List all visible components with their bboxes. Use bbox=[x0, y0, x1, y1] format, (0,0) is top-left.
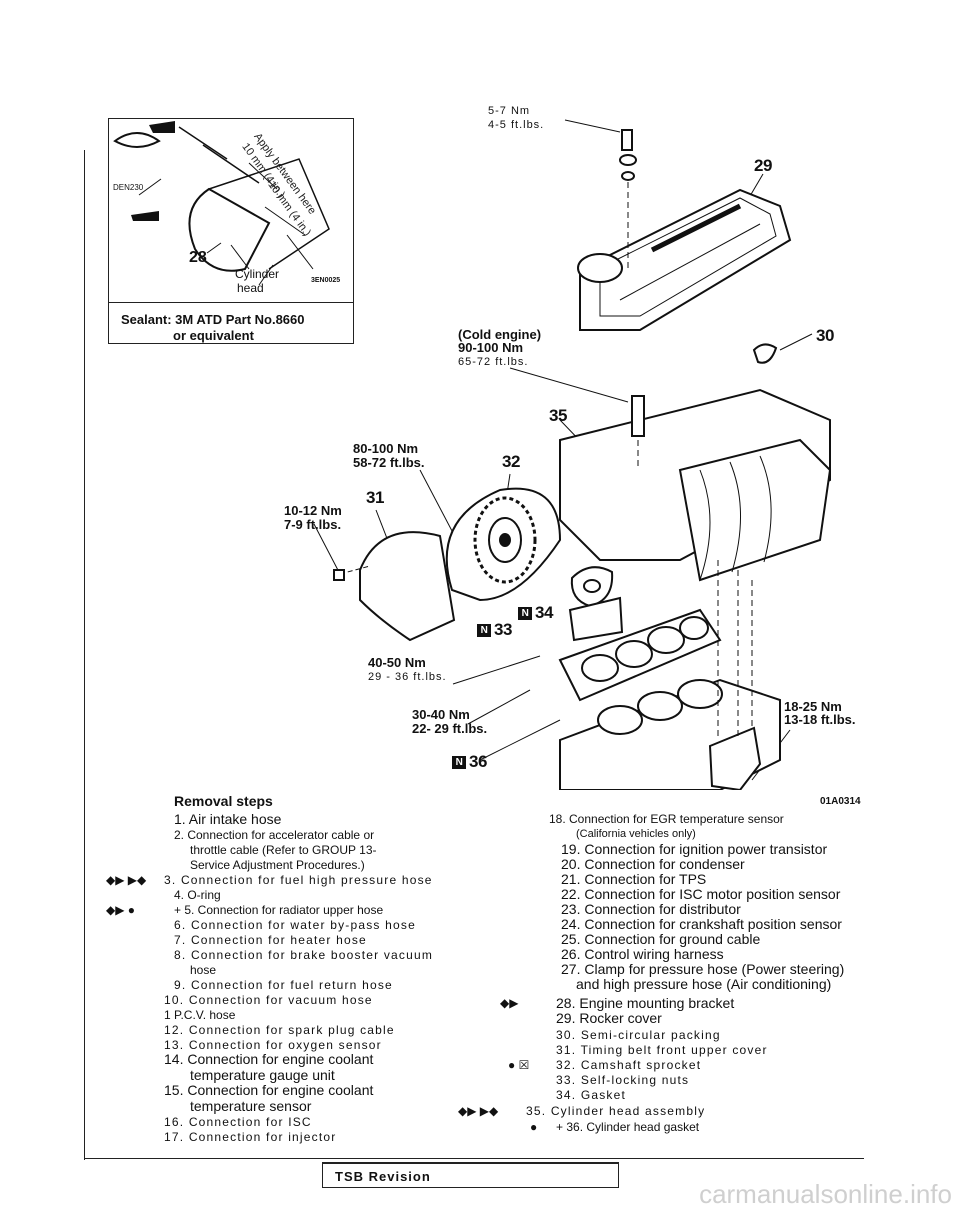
sealant-diagram bbox=[113, 121, 330, 286]
list-item: 12. Connection for spark plug cable bbox=[164, 1023, 395, 1037]
n-badge: N bbox=[518, 607, 532, 621]
torque-cold-engine: (Cold engine) bbox=[458, 327, 542, 342]
torque-sprocket-nm: 80-100 Nm bbox=[353, 441, 419, 456]
list-item: 15. Connection for engine coolant bbox=[164, 1082, 374, 1098]
list-item: 21. Connection for TPS bbox=[561, 871, 707, 887]
list-item: 16. Connection for ISC bbox=[164, 1115, 312, 1129]
engine-exploded-view bbox=[313, 119, 832, 790]
inset-divider bbox=[109, 302, 353, 303]
list-item: 14. Connection for engine coolant bbox=[164, 1051, 374, 1067]
footer-rule bbox=[84, 1158, 864, 1159]
callout-28: 28 bbox=[189, 249, 207, 266]
torque-nuts-nm: 40-50 Nm bbox=[368, 655, 426, 670]
list-item: 8. Connection for brake booster vacuum bbox=[174, 948, 434, 962]
torque-rocker-ft: 4-5 ft.lbs. bbox=[488, 119, 545, 131]
list-item: 7. Connection for heater hose bbox=[174, 933, 367, 947]
torque-bracket-ft: 13-18 ft.lbs. bbox=[784, 712, 856, 727]
list-item: + 36. Cylinder head gasket bbox=[556, 1120, 700, 1134]
service-mark-32: ● ☒ bbox=[508, 1058, 530, 1072]
service-mark-35: ◆▶ ▶◆ bbox=[458, 1104, 499, 1118]
callout-35: 35 bbox=[549, 406, 567, 425]
list-item: 24. Connection for crankshaft position s… bbox=[561, 916, 842, 932]
list-item: 1 P.C.V. hose bbox=[164, 1008, 236, 1022]
callout-31: 31 bbox=[366, 488, 384, 507]
list-item: 31. Timing belt front upper cover bbox=[556, 1043, 768, 1057]
service-mark-5: ◆▶ ● bbox=[106, 903, 136, 917]
part-code: DEN230 bbox=[113, 183, 144, 192]
list-item: 19. Connection for ignition power transi… bbox=[561, 841, 828, 857]
list-item: 4. O-ring bbox=[174, 888, 221, 902]
list-item: 9. Connection for fuel return hose bbox=[174, 978, 393, 992]
list-item: 28. Engine mounting bracket bbox=[556, 995, 735, 1011]
list-item: 35. Cylinder head assembly bbox=[526, 1104, 706, 1118]
figure-code-inset: 3EN0025 bbox=[311, 277, 341, 284]
n-badge: N bbox=[477, 624, 491, 638]
list-item: (California vehicles only) bbox=[576, 828, 696, 840]
list-item: 33. Self-locking nuts bbox=[556, 1073, 690, 1087]
list-item: hose bbox=[190, 963, 217, 977]
list-item: 6. Connection for water by-pass hose bbox=[174, 918, 416, 932]
service-mark-28: ◆▶ bbox=[500, 996, 519, 1010]
callout-32: 32 bbox=[502, 452, 520, 471]
callout-29: 29 bbox=[754, 156, 772, 175]
list-item: 10. Connection for vacuum hose bbox=[164, 993, 373, 1007]
list-item: 23. Connection for distributor bbox=[561, 901, 741, 917]
torque-sprocket-ft: 58-72 ft.lbs. bbox=[353, 455, 425, 470]
list-item: 20. Connection for condenser bbox=[561, 856, 745, 872]
torque-rocker-nm: 5-7 Nm bbox=[488, 105, 531, 117]
list-item: 1. Air intake hose bbox=[174, 811, 282, 827]
head-label: head bbox=[237, 281, 264, 295]
list-item: 34. Gasket bbox=[556, 1088, 627, 1102]
service-mark-36: ● bbox=[530, 1120, 538, 1134]
torque-nuts-ft: 29 - 36 ft.lbs. bbox=[368, 671, 447, 683]
list-item: 22. Connection for ISC motor position se… bbox=[561, 886, 841, 902]
service-mark-3: ◆▶ ▶◆ bbox=[106, 873, 147, 887]
list-item: 18. Connection for EGR temperature senso… bbox=[549, 812, 784, 826]
torque-bolt-ft: 22- 29 ft.lbs. bbox=[412, 721, 488, 736]
removal-steps-title: Removal steps bbox=[174, 793, 273, 809]
list-item: throttle cable (Refer to GROUP 13- bbox=[190, 843, 377, 857]
sealant-equivalent: or equivalent bbox=[173, 328, 254, 343]
list-item: 30. Semi-circular packing bbox=[556, 1028, 721, 1042]
list-item: 17. Connection for injector bbox=[164, 1130, 337, 1144]
sealant-inset: DEN230 Apply between here 10 mm (4 in.) … bbox=[108, 118, 354, 344]
n-badge: N bbox=[452, 756, 466, 770]
list-item: + 5. Connection for radiator upper hose bbox=[174, 903, 384, 917]
tsb-revision-label: TSB Revision bbox=[335, 1169, 431, 1184]
list-item: 29. Rocker cover bbox=[556, 1010, 662, 1026]
torque-cover-nm: 10-12 Nm bbox=[284, 503, 342, 518]
torque-cover-ft: 7-9 ft.lbs. bbox=[284, 517, 342, 532]
cylinder-label: Cylinder bbox=[235, 267, 280, 281]
list-item: 2. Connection for accelerator cable or bbox=[174, 828, 375, 842]
list-item: 13. Connection for oxygen sensor bbox=[164, 1038, 382, 1052]
list-item: 3. Connection for fuel high pressure hos… bbox=[164, 873, 433, 887]
figure-code: 01A0314 bbox=[820, 796, 861, 807]
list-item: and high pressure hose (Air conditioning… bbox=[576, 976, 832, 992]
sealant-spec: Sealant: 3M ATD Part No.8660 bbox=[121, 312, 305, 327]
list-item: 26. Control wiring harness bbox=[561, 946, 724, 962]
list-item: 32. Camshaft sprocket bbox=[556, 1058, 702, 1072]
list-item: temperature gauge unit bbox=[190, 1067, 335, 1083]
list-item: 27. Clamp for pressure hose (Power steer… bbox=[561, 961, 845, 977]
left-margin-line bbox=[84, 150, 85, 1160]
torque-bolt-nm: 30-40 Nm bbox=[412, 707, 470, 722]
torque-bracket-nm: 18-25 Nm bbox=[784, 699, 842, 714]
torque-head-bolt-ft: 65-72 ft.lbs. bbox=[458, 356, 529, 368]
tsb-revision-box: TSB Revision bbox=[322, 1162, 619, 1188]
watermark: carmanualsonline.info bbox=[699, 1179, 952, 1209]
list-item: 25. Connection for ground cable bbox=[561, 931, 761, 947]
list-item: Service Adjustment Procedures.) bbox=[190, 858, 365, 872]
callout-30: 30 bbox=[816, 326, 834, 345]
torque-head-bolt-nm: 90-100 Nm bbox=[458, 340, 524, 355]
list-item: temperature sensor bbox=[190, 1098, 312, 1114]
